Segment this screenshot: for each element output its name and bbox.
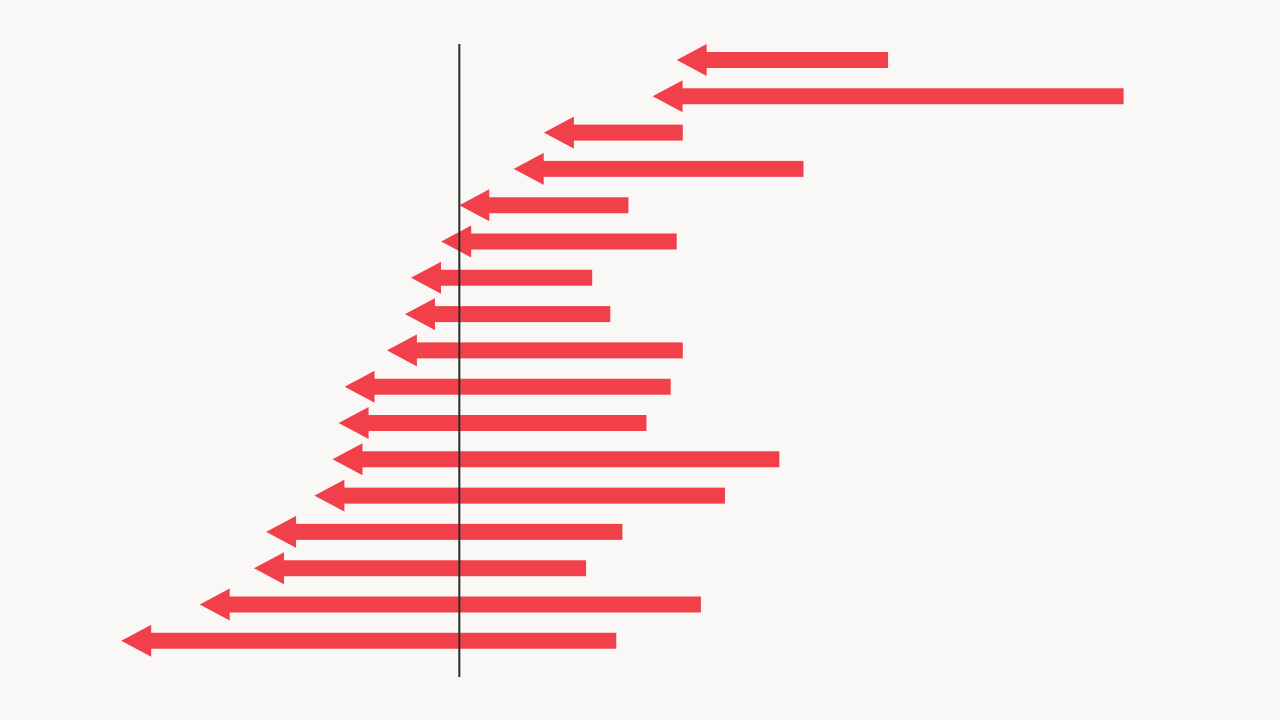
arrow-7 <box>411 261 593 294</box>
arrow-8 <box>405 298 611 331</box>
arrows-layer <box>121 44 1124 657</box>
arrow-13 <box>314 479 725 512</box>
arrow-14 <box>266 515 623 548</box>
arrow-12 <box>332 443 780 476</box>
arrow-3 <box>543 116 683 149</box>
arrow-5 <box>459 189 629 222</box>
arrow-2 <box>652 80 1124 113</box>
arrow-17 <box>121 624 617 657</box>
arrow-1 <box>676 44 889 76</box>
arrow-9 <box>386 334 683 367</box>
arrow-10 <box>344 370 671 403</box>
arrow-16 <box>199 588 701 621</box>
arrow-15 <box>254 552 587 585</box>
arrow-6 <box>441 225 677 258</box>
arrow-11 <box>338 407 647 439</box>
arrow-4 <box>513 152 804 185</box>
